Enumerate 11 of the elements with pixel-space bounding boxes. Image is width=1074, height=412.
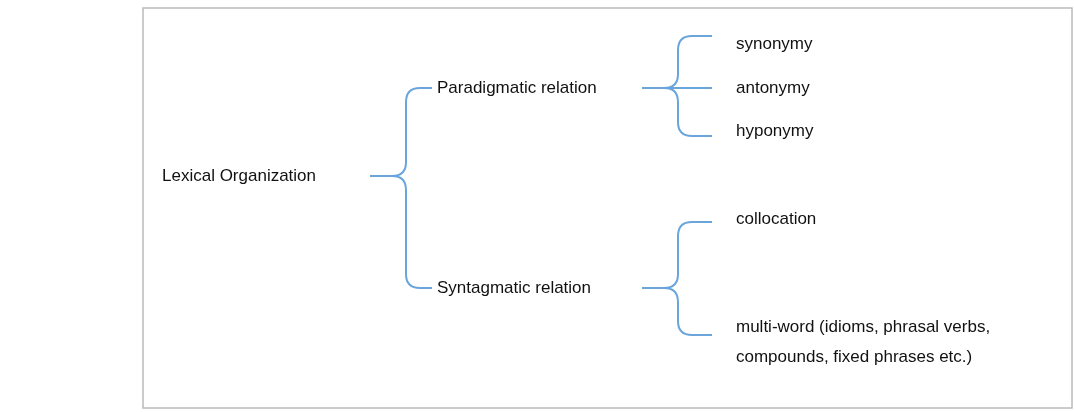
bracket-connector	[641, 87, 713, 137]
node-label: Lexical Organization	[162, 165, 317, 187]
node-label: hyponymy	[736, 120, 814, 142]
node-label: antonymy	[736, 77, 810, 99]
bracket-connector	[641, 287, 713, 336]
node-label: synonymy	[736, 33, 813, 55]
bracket-connector	[369, 175, 433, 289]
node-label: Paradigmatic relation	[437, 77, 597, 99]
node-label: Syntagmatic relation	[437, 277, 592, 299]
node-label: collocation	[736, 208, 817, 230]
node-label: multi-word (idioms, phrasal verbs, compounds, fixed phrases etc.)	[736, 316, 992, 368]
